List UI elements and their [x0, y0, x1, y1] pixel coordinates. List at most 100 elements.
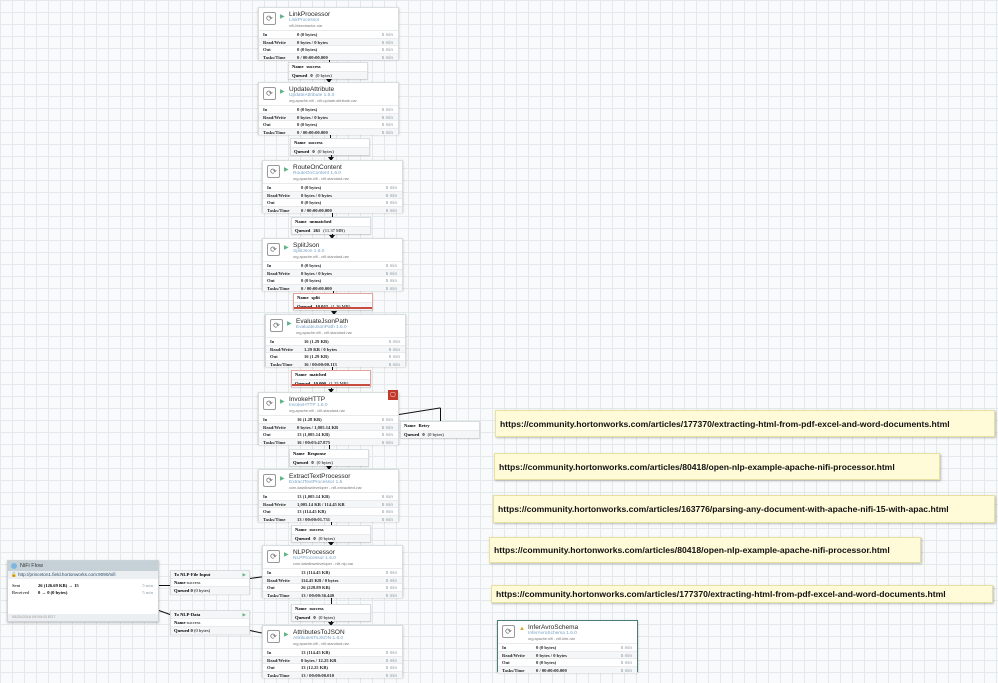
stat-label: Read/Write	[267, 270, 290, 276]
stat-window: 5 min	[385, 207, 397, 213]
connection-line	[331, 521, 332, 525]
label-link[interactable]: https://community.hortonworks.com/articl…	[491, 585, 993, 603]
stat-window: 5 min	[620, 645, 632, 650]
stat-value: 26 (228.89 KB)	[301, 585, 331, 590]
stat-window: 5 min	[620, 652, 632, 658]
stat-label: Read/Write	[263, 501, 286, 507]
queued-size: (0 bytes)	[317, 149, 334, 154]
connection-split[interactable]: NamesplitQueued10,042(1.26 MB)	[293, 293, 373, 310]
stat-label: Tasks/Time	[270, 361, 293, 367]
arrow-head-icon	[328, 542, 334, 546]
connection-queue-row: Queued 0 (0 bytes)	[171, 627, 249, 635]
to-row: To NLP-File Input▶	[171, 571, 249, 579]
port-running-icon: ▶	[242, 572, 246, 577]
stat-window: 5 min	[385, 185, 397, 190]
name-label: Name	[174, 620, 186, 625]
stat-window: 5 min	[381, 494, 393, 499]
queued-count: 0	[313, 615, 316, 620]
label-link[interactable]: https://community.hortonworks.com/articl…	[489, 537, 921, 563]
label-link[interactable]: https://community.hortonworks.com/articl…	[495, 410, 995, 437]
stat-value: 0 (0 bytes)	[297, 47, 318, 52]
rpg-url[interactable]: http://princeton1.field.hortonworks.com:…	[18, 572, 116, 577]
stat-value: 13 / 00:00:01.731	[297, 516, 331, 522]
stat-window: 5 min	[381, 439, 393, 445]
retry-line	[440, 408, 441, 422]
stat-value: 13 / 00:00:36.440	[301, 592, 335, 598]
processor-name: LinkProcessor	[289, 11, 331, 18]
stat-value: 0 (0 bytes)	[297, 122, 318, 127]
rpg-timestamp: 05/25/2018 09:59:03 EDT	[8, 614, 158, 621]
processor-icon: ⟳	[263, 397, 276, 410]
processor-icon: ⟳	[263, 12, 276, 25]
stat-label: Read/Write	[267, 577, 290, 583]
stat-label: Tasks/Time	[267, 285, 290, 291]
queued-size: (0 bytes)	[316, 460, 333, 465]
remote-process-group[interactable]: NiFi Flow 🔓http://princeton1.field.horto…	[7, 560, 159, 622]
label-link[interactable]: https://community.hortonworks.com/articl…	[494, 453, 940, 480]
stat-label: Read/Write	[270, 346, 293, 352]
stat-label: Tasks/Time	[263, 439, 286, 445]
stat-window: 5 min	[385, 270, 397, 276]
connection-line	[331, 597, 332, 604]
processor-bundle: org.apache.nifi - nifi-standard-nar	[293, 177, 349, 181]
processor-name: ExtractTextProcessor	[289, 473, 351, 480]
name-label: Name	[292, 64, 304, 69]
connection-matched[interactable]: NamematchedQueued10,000(1.25 MB)	[291, 370, 371, 387]
processor-icon: ⟳	[263, 87, 276, 100]
stat-value: 16 (1.29 KB)	[304, 354, 329, 359]
queued-count: 261	[313, 228, 321, 233]
received-label: Received	[12, 590, 30, 595]
stat-label: Out	[267, 278, 275, 283]
stat-value: 0 (0 bytes)	[536, 645, 557, 650]
stat-window: 5 min	[385, 577, 397, 583]
connection-name: matched	[309, 372, 327, 377]
queued-size: (0 bytes)	[318, 615, 335, 620]
connection-name: success	[308, 140, 323, 145]
stat-label: Out	[263, 122, 271, 127]
stat-label: Tasks/Time	[263, 516, 286, 522]
name-label: Name	[174, 580, 186, 585]
processor-type: NLPProcessor 1.6.0	[293, 556, 336, 561]
stat-label: Read/Write	[263, 424, 286, 430]
stat-label: Out	[502, 660, 510, 665]
stat-value: 16 (1.29 KB)	[304, 339, 329, 344]
label-link[interactable]: https://community.hortonworks.com/articl…	[493, 495, 995, 523]
bulletin-icon[interactable]: ▢	[388, 390, 398, 400]
connection-queue-row: Queued 0 (0 bytes)	[171, 587, 249, 595]
stat-label: Tasks/Time	[267, 592, 290, 598]
processor-bundle: org.apache.nifi - nifi-standard-nar	[293, 255, 349, 259]
stat-window: 5 min	[385, 192, 397, 198]
stat-value: 16 / 00:00:00.113	[304, 361, 337, 367]
connection-line	[330, 134, 331, 138]
